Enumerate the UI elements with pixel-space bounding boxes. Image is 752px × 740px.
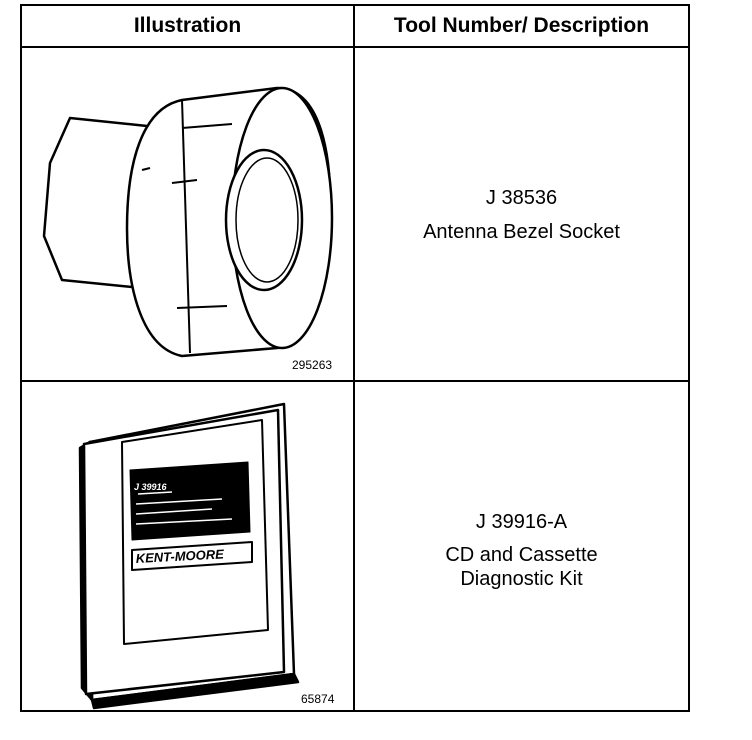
- row-divider: [22, 380, 688, 382]
- antenna-bezel-socket-illustration: [42, 86, 334, 358]
- tool-description-line: Diagnostic Kit: [460, 568, 583, 590]
- tool-description: Antenna Bezel Socket: [423, 221, 620, 243]
- figure-number: 295263: [292, 358, 333, 372]
- header-divider: [22, 46, 688, 48]
- tool-number: J 39916-A: [475, 511, 568, 533]
- tool-description-line: CD and Cassette: [445, 544, 598, 566]
- kent-moore-logo: KENT-MOORE: [135, 546, 224, 566]
- book-part-label: J 39916: [134, 482, 168, 492]
- header-illustration: Illustration: [133, 14, 242, 37]
- special-tools-table: Illustration Tool Number/ Description 29…: [20, 4, 690, 712]
- diagnostic-kit-manual-illustration: J 39916 KENT-MOORE: [78, 402, 300, 710]
- tool-number: J 38536: [485, 187, 558, 209]
- header-tool-description: Tool Number/ Description: [393, 14, 650, 37]
- column-divider: [353, 6, 355, 710]
- figure-number: 65874: [301, 692, 335, 706]
